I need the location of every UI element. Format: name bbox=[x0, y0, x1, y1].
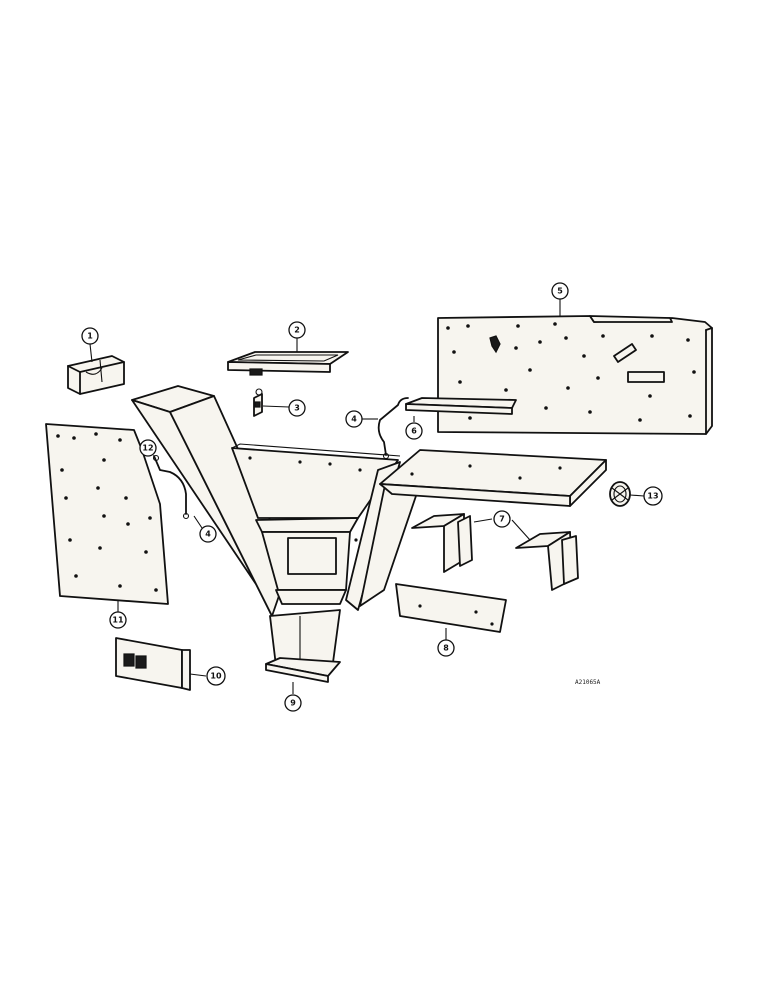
callout-7: 7 bbox=[493, 510, 511, 528]
part-9-frame bbox=[131, 385, 607, 683]
callout-1: 1 bbox=[81, 327, 99, 345]
part-8-plate bbox=[395, 583, 507, 633]
callout-4-lower: 4 bbox=[199, 525, 217, 543]
part-11-panel bbox=[45, 423, 169, 605]
callout-2: 2 bbox=[288, 321, 306, 339]
panel-5-holes bbox=[446, 322, 696, 422]
svg-text:2: 2 bbox=[294, 326, 300, 335]
callout-3: 3 bbox=[288, 399, 306, 417]
svg-text:6: 6 bbox=[411, 427, 417, 436]
svg-text:9: 9 bbox=[290, 699, 296, 708]
callout-11: 11 bbox=[109, 611, 127, 629]
callout-12: 12 bbox=[139, 439, 157, 457]
svg-text:11: 11 bbox=[112, 616, 124, 625]
part-5-panel bbox=[437, 315, 713, 435]
svg-text:13: 13 bbox=[647, 492, 658, 501]
frame-holes bbox=[248, 456, 562, 542]
callout-5: 5 bbox=[551, 282, 569, 300]
svg-text:7: 7 bbox=[499, 515, 505, 524]
part-1-bracket bbox=[67, 355, 125, 395]
svg-text:10: 10 bbox=[210, 672, 222, 681]
part-4-rod-upper bbox=[377, 397, 409, 460]
svg-text:8: 8 bbox=[443, 644, 449, 653]
part-13-grommet bbox=[609, 481, 631, 507]
callout-9: 9 bbox=[284, 694, 302, 712]
callout-6: 6 bbox=[405, 422, 423, 440]
part-7-brackets bbox=[411, 513, 579, 591]
svg-text:4: 4 bbox=[205, 530, 211, 539]
part-6-strip bbox=[405, 397, 517, 415]
callout-10: 10 bbox=[206, 666, 226, 686]
svg-text:1: 1 bbox=[87, 332, 93, 341]
callout-13: 13 bbox=[643, 486, 663, 506]
part-12-rod bbox=[152, 454, 190, 520]
svg-text:3: 3 bbox=[294, 404, 300, 413]
svg-text:4: 4 bbox=[351, 415, 357, 424]
part-3-clip bbox=[253, 388, 263, 417]
svg-text:5: 5 bbox=[557, 287, 563, 296]
part-2-tray bbox=[227, 351, 349, 376]
callout-8: 8 bbox=[437, 639, 455, 657]
svg-text:12: 12 bbox=[142, 444, 153, 453]
callout-4-upper: 4 bbox=[345, 410, 363, 428]
panel-11-holes bbox=[56, 432, 158, 592]
part-10-switch-plate bbox=[115, 637, 191, 691]
reference-code: A21065A bbox=[575, 679, 601, 686]
